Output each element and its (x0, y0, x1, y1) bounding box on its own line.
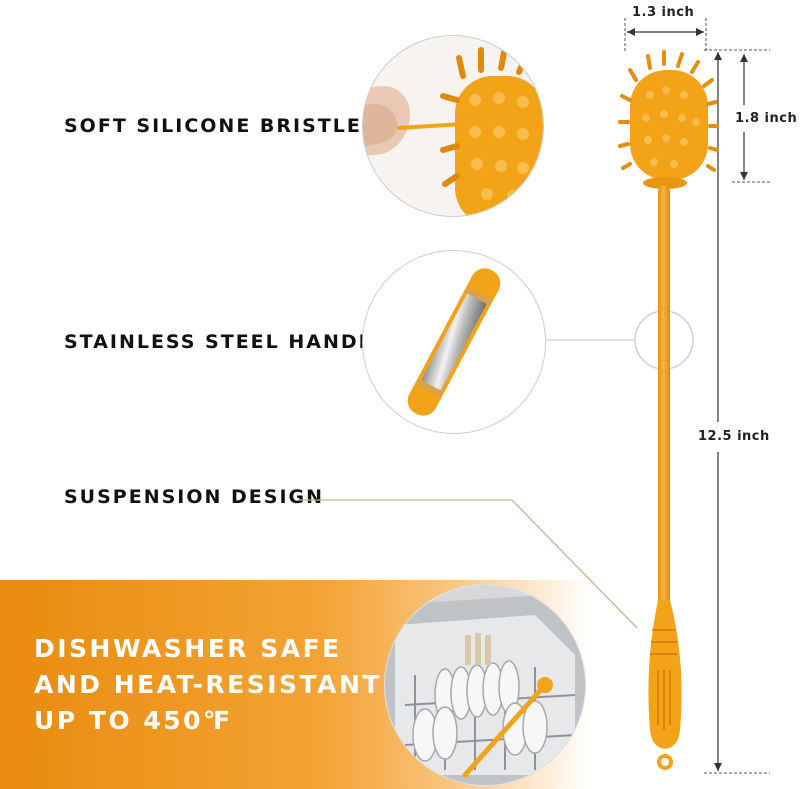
suspension-label: SUSPENSION DESIGN (64, 486, 325, 508)
dishwasher-rack-icon (385, 585, 585, 785)
handle-label: STAINLESS STEEL HANDLE (64, 331, 388, 353)
hanging-hole (661, 758, 669, 766)
finger-touching-bristles-icon (363, 36, 543, 216)
total-length-label: 12.5 inch (698, 429, 770, 444)
banner-line-2: AND HEAT-RESISTANT (34, 670, 382, 699)
banner-line-3: UP TO 450℉ (34, 706, 233, 735)
brush-grip (648, 600, 682, 770)
dishwasher-photo-circle (384, 584, 586, 786)
handle-closeup-circle (362, 250, 546, 434)
head-width-label: 1.3 inch (632, 5, 695, 20)
steel-handle-icon (363, 251, 545, 433)
bristles-closeup-circle (362, 35, 544, 217)
bottle-brush-illustration (618, 50, 719, 770)
head-length-label: 1.8 inch (735, 111, 798, 126)
bristles-label: SOFT SILICONE BRISTLES (64, 115, 378, 137)
brush-shaft (658, 186, 670, 606)
banner-line-1: DISHWASHER SAFE (34, 634, 342, 663)
suspension-connector (298, 499, 638, 629)
brush-head (618, 50, 719, 189)
